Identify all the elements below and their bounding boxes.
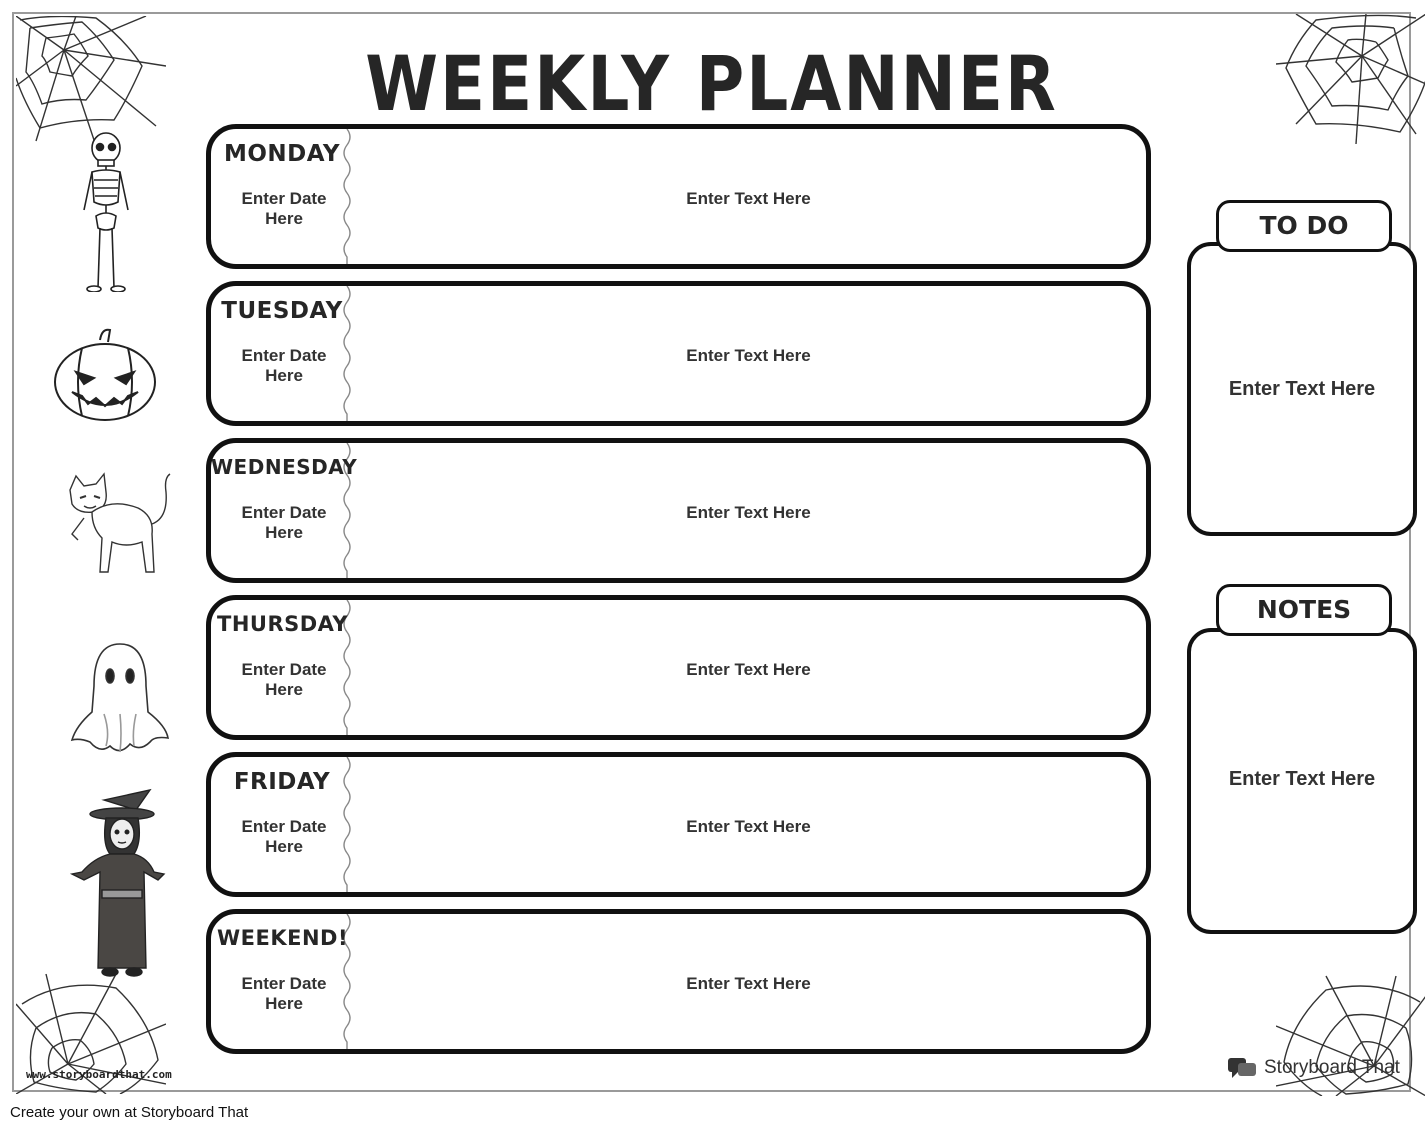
day-text-field[interactable]: Enter Text Here bbox=[686, 503, 811, 522]
date-field[interactable]: Enter Date Here bbox=[241, 817, 327, 856]
todo-heading: TO DO bbox=[1216, 200, 1392, 252]
notes-box: Enter Text Here bbox=[1187, 628, 1417, 934]
ghost-icon bbox=[70, 643, 169, 753]
day-name: TUESDAY bbox=[221, 298, 343, 324]
skeleton-icon bbox=[83, 132, 129, 292]
date-field[interactable]: Enter Date Here bbox=[241, 346, 327, 385]
day-text-field[interactable]: Enter Text Here bbox=[686, 189, 811, 208]
wavy-divider bbox=[343, 914, 351, 1049]
jack-o-lantern-icon bbox=[54, 328, 156, 421]
day-name: MONDAY bbox=[223, 141, 341, 167]
day-card-tuesday: TUESDAY Enter Date Here Enter Text Here bbox=[206, 281, 1151, 426]
wavy-divider bbox=[343, 286, 351, 421]
black-cat-icon bbox=[69, 472, 171, 573]
storyboard-logo-icon bbox=[1228, 1058, 1256, 1078]
spider-web-icon bbox=[1276, 975, 1425, 1096]
notes-heading: NOTES bbox=[1216, 584, 1392, 636]
day-name: WEEKEND! bbox=[217, 926, 349, 950]
day-card-friday: FRIDAY Enter Date Here Enter Text Here bbox=[206, 752, 1151, 897]
witch-icon bbox=[69, 788, 166, 977]
day-text-field[interactable]: Enter Text Here bbox=[686, 974, 811, 993]
watermark-url: www.storyboardthat.com bbox=[26, 1068, 172, 1081]
date-field[interactable]: Enter Date Here bbox=[241, 503, 327, 542]
day-text-field[interactable]: Enter Text Here bbox=[686, 660, 811, 679]
todo-box: Enter Text Here bbox=[1187, 242, 1417, 536]
page-title: WEEKLY PLANNER bbox=[365, 40, 1058, 129]
wavy-divider bbox=[343, 129, 351, 264]
date-field[interactable]: Enter Date Here bbox=[241, 974, 327, 1013]
spider-web-icon bbox=[16, 973, 166, 1094]
brand-name: Storyboard That bbox=[1264, 1057, 1400, 1078]
day-name: FRIDAY bbox=[233, 769, 331, 795]
day-text-field[interactable]: Enter Text Here bbox=[686, 346, 811, 365]
planner-sheet: WEEKLY PLANNER bbox=[12, 12, 1425, 1096]
day-card-monday: MONDAY Enter Date Here Enter Text Here bbox=[206, 124, 1151, 269]
day-name: WEDNESDAY bbox=[211, 455, 358, 479]
day-card-thursday: THURSDAY Enter Date Here Enter Text Here bbox=[206, 595, 1151, 740]
wavy-divider bbox=[343, 443, 351, 578]
date-field[interactable]: Enter Date Here bbox=[241, 189, 327, 228]
wavy-divider bbox=[343, 600, 351, 735]
storyboard-brand[interactable]: Storyboard That bbox=[1228, 1056, 1400, 1080]
day-name: THURSDAY bbox=[217, 612, 349, 636]
date-field[interactable]: Enter Date Here bbox=[241, 660, 327, 699]
footer-credit[interactable]: Create your own at Storyboard That bbox=[10, 1104, 249, 1121]
day-card-weekend: WEEKEND! Enter Date Here Enter Text Here bbox=[206, 909, 1151, 1054]
spider-web-icon bbox=[1276, 14, 1425, 144]
day-text-field[interactable]: Enter Text Here bbox=[686, 817, 811, 836]
day-card-wednesday: WEDNESDAY Enter Date Here Enter Text Her… bbox=[206, 438, 1151, 583]
spider-web-icon bbox=[16, 16, 166, 146]
wavy-divider bbox=[343, 757, 351, 892]
todo-text-field[interactable]: Enter Text Here bbox=[1228, 378, 1376, 400]
notes-text-field[interactable]: Enter Text Here bbox=[1228, 768, 1376, 790]
